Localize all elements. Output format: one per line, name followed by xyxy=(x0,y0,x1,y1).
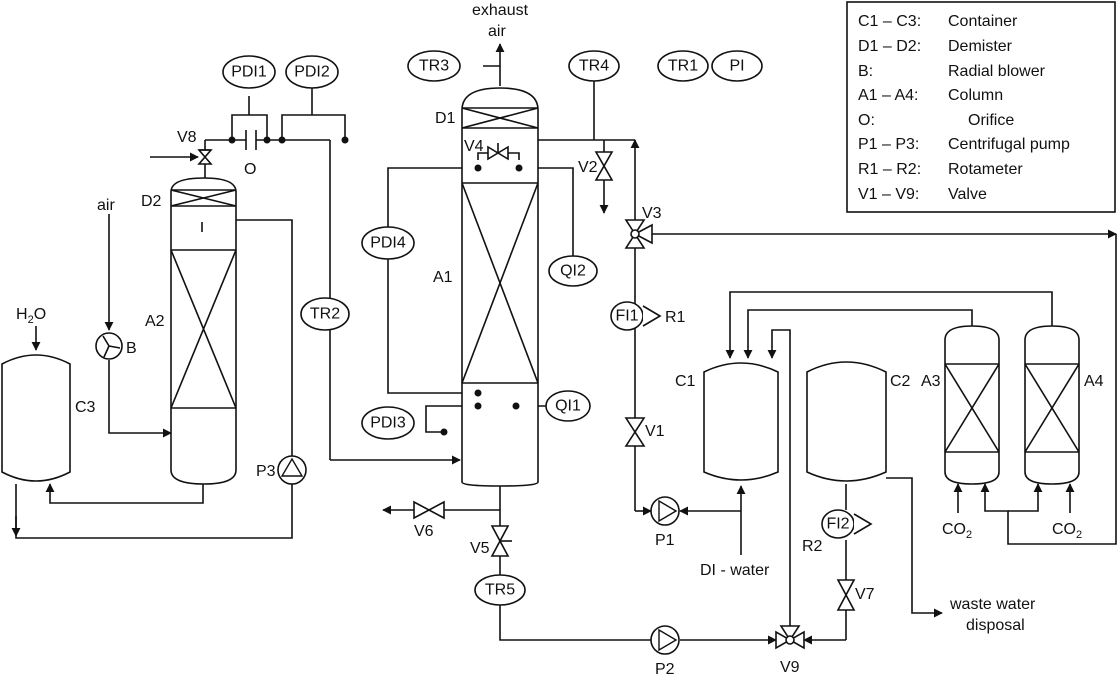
valve-v5-icon xyxy=(490,525,512,557)
legend-code: B: xyxy=(858,63,873,80)
instrument-tr2: TR2 xyxy=(310,306,340,323)
legend-desc: Container xyxy=(948,13,1018,30)
legend-desc: Orifice xyxy=(968,112,1014,129)
valve-v6-icon xyxy=(413,500,445,520)
instrument-pi: PI xyxy=(729,58,744,75)
label-p3: P3 xyxy=(256,463,276,480)
label-v6: V6 xyxy=(414,523,434,540)
label-d1: D1 xyxy=(435,110,456,127)
instruments: PDI1 PDI2 TR3 TR4 TR1 PI PDI4 QI2 TR2 PD… xyxy=(222,50,850,606)
labels: exhaust air air H2O CO2 CO2 DI - water w… xyxy=(16,2,1104,678)
label-di-water: DI - water xyxy=(700,562,770,579)
legend-code: A1 – A4: xyxy=(858,87,919,104)
instrument-tr3: TR3 xyxy=(419,58,449,75)
pump-p3-icon xyxy=(277,455,307,485)
label-c3: C3 xyxy=(75,399,96,416)
label-h2o: H2O xyxy=(16,306,46,326)
instrument-fi1: FI1 xyxy=(615,308,638,325)
label-v9: V9 xyxy=(780,659,800,676)
label-b: B xyxy=(126,340,137,357)
valve-v8-icon xyxy=(197,149,213,165)
label-c1: C1 xyxy=(675,373,696,390)
legend-desc: Centrifugal pump xyxy=(948,136,1070,153)
container-c3 xyxy=(1,354,71,482)
legend-desc: Valve xyxy=(948,186,987,203)
column-a1 xyxy=(461,87,539,487)
label-v4: V4 xyxy=(464,138,484,155)
label-a3: A3 xyxy=(921,373,941,390)
label-p1: P1 xyxy=(655,532,675,549)
piping xyxy=(11,43,1117,645)
column-a3 xyxy=(944,325,1000,485)
column-a2 xyxy=(170,177,237,485)
rotameter-r1 xyxy=(610,301,662,331)
container-c2 xyxy=(806,361,887,482)
label-v8: V8 xyxy=(177,129,197,146)
label-c2: C2 xyxy=(890,373,911,390)
legend-code: D1 – D2: xyxy=(858,38,921,55)
label-exhaust-air: air xyxy=(488,23,506,40)
label-exhaust: exhaust xyxy=(472,2,529,19)
label-co2-a3: CO2 xyxy=(942,521,972,541)
legend-desc: Radial blower xyxy=(948,63,1046,80)
legend-code: O: xyxy=(858,112,875,129)
legend-desc: Column xyxy=(948,87,1003,104)
legend-code: V1 – V9: xyxy=(858,186,919,203)
label-p2: P2 xyxy=(655,661,675,678)
pump-p1-icon xyxy=(650,496,680,526)
legend: C1 – C3: Container D1 – D2: Demister B: … xyxy=(846,1,1116,213)
label-o: O xyxy=(244,161,256,178)
label-v5: V5 xyxy=(470,540,490,557)
label-d2: D2 xyxy=(141,193,162,210)
instrument-tr5: TR5 xyxy=(485,582,515,599)
legend-desc: Demister xyxy=(948,38,1013,55)
instrument-pdi4: PDI4 xyxy=(370,235,406,252)
label-v3: V3 xyxy=(642,205,662,222)
label-disposal: disposal xyxy=(966,617,1025,634)
instrument-qi1: QI1 xyxy=(555,398,581,415)
label-v1: V1 xyxy=(645,423,665,440)
valve-v4-icon xyxy=(487,143,509,161)
instrument-qi2: QI2 xyxy=(560,263,586,280)
valve-v3-icon xyxy=(624,219,653,249)
legend-code: R1 – R2: xyxy=(858,161,921,178)
valve-v7-icon xyxy=(836,579,856,611)
label-r2: R2 xyxy=(802,538,823,555)
valve-v2-icon xyxy=(594,151,614,181)
instrument-pdi2: PDI2 xyxy=(294,64,330,81)
label-a4: A4 xyxy=(1084,373,1104,390)
pump-p2-icon xyxy=(650,625,680,655)
label-v2: V2 xyxy=(578,159,598,176)
label-co2-a4: CO2 xyxy=(1052,521,1082,541)
sensor-taps xyxy=(228,136,523,436)
label-waste-water: waste water xyxy=(949,596,1036,613)
legend-code: C1 – C3: xyxy=(858,13,921,30)
instrument-pdi3: PDI3 xyxy=(370,415,406,432)
blower-icon xyxy=(95,332,123,360)
legend-box xyxy=(846,1,1116,213)
label-a1: A1 xyxy=(433,269,453,286)
valve-v1-icon xyxy=(624,417,646,447)
legend-desc: Rotameter xyxy=(948,161,1023,178)
valve-v9-icon xyxy=(775,625,805,650)
label-v7: V7 xyxy=(855,586,875,603)
container-c1 xyxy=(703,362,779,481)
label-a2: A2 xyxy=(145,313,165,330)
instrument-tr4: TR4 xyxy=(579,58,609,75)
orifice-o xyxy=(245,130,257,150)
instrument-fi2: FI2 xyxy=(826,516,849,533)
label-air: air xyxy=(97,197,115,214)
column-a4 xyxy=(1024,325,1080,485)
label-r1: R1 xyxy=(665,309,686,326)
instrument-tr1: TR1 xyxy=(668,58,698,75)
rotameter-r2 xyxy=(821,509,873,539)
instrument-pdi1: PDI1 xyxy=(231,64,267,81)
legend-code: P1 – P3: xyxy=(858,136,919,153)
